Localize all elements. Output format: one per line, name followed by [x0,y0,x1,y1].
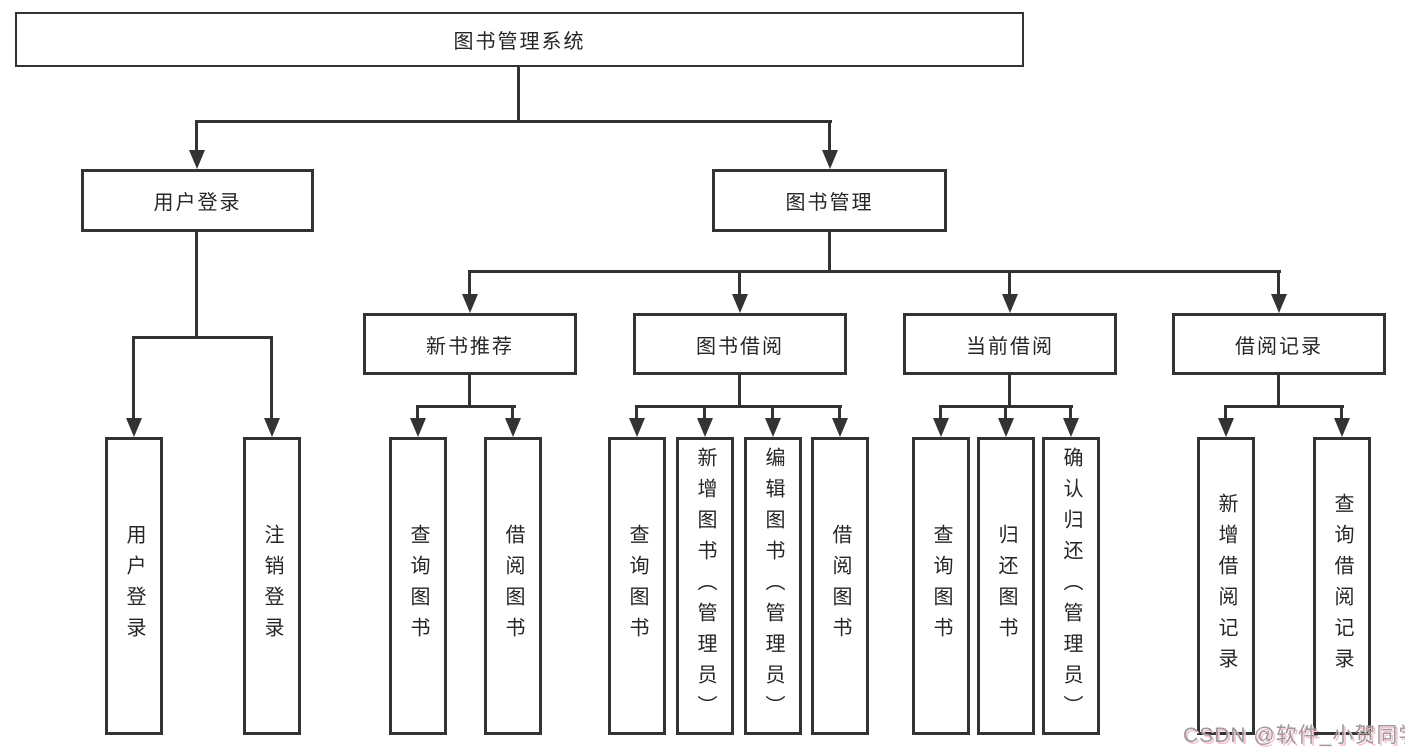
connector-line [1277,373,1280,408]
arrowhead-icon [629,418,645,437]
node-label: 查询借阅记录 [1331,493,1353,679]
node-leaf-current-confirm-return-admin: 确认归还（管理员） [1042,437,1100,735]
connector-line [468,373,471,408]
node-leaf-records-query-record: 查询借阅记录 [1313,437,1371,735]
connector-line [195,120,198,153]
connector-line [195,229,198,339]
arrowhead-icon [697,418,713,437]
node-label: 新增借阅记录 [1215,493,1237,679]
connector-line [1277,270,1280,298]
node-label: 借阅记录 [1235,335,1323,358]
connector-line [1069,405,1072,421]
node-leaf-current-query-books: 查询图书 [912,437,970,735]
node-label: 当前借阅 [966,335,1054,358]
connector-line [771,405,774,421]
connector-line [939,405,942,421]
connector-line [1224,405,1344,408]
arrowhead-icon [264,418,280,437]
node-leaf-borrow-query-books: 查询图书 [608,437,666,735]
connector-line [511,405,514,421]
connector-line [517,67,520,123]
arrowhead-icon [1218,418,1234,437]
node-label: 用户登录 [153,192,242,214]
connector-line [132,336,273,339]
arrowhead-icon [832,418,848,437]
connector-line [828,229,831,273]
connector-line [635,405,842,408]
arrowhead-icon [1063,418,1079,437]
connector-line [738,373,741,408]
connector-line [703,405,706,421]
connector-line [1008,270,1011,298]
node-leaf-recommend-borrow-books: 借阅图书 [484,437,542,735]
arrowhead-icon [765,418,781,437]
node-book-borrow: 图书借阅 [633,313,847,375]
connector-line [828,120,831,153]
arrowhead-icon [822,150,838,169]
arrowhead-icon [998,418,1014,437]
arrowhead-icon [410,418,426,437]
node-label: 借阅图书 [829,524,851,648]
csdn-watermark: CSDN @软件_小贺同学 [1183,724,1405,747]
node-label: 借阅图书 [502,524,524,648]
connector-line [635,405,638,421]
node-label: 确认归还（管理员） [1060,446,1082,726]
connector-line [132,336,135,420]
arrowhead-icon [1002,294,1018,313]
node-user-login: 用户登录 [81,169,314,232]
connector-line [1008,373,1011,408]
node-label: 图书借阅 [696,335,784,358]
node-label: 新增图书（管理员） [694,446,716,726]
connector-line [416,405,419,421]
arrowhead-icon [505,418,521,437]
arrowhead-icon [126,418,142,437]
node-leaf-logout: 注销登录 [243,437,301,735]
arrowhead-icon [189,150,205,169]
connector-line [1224,405,1227,421]
node-label: 查询图书 [407,524,429,648]
connector-line [1340,405,1343,421]
node-label: 查询图书 [930,524,952,648]
node-label: 注销登录 [261,524,283,648]
node-new-book-recommend: 新书推荐 [363,313,577,375]
node-label: 图书管理 [785,192,874,214]
arrowhead-icon [933,418,949,437]
node-book-management: 图书管理 [712,169,947,232]
connector-line [468,270,471,298]
node-current-borrow: 当前借阅 [903,313,1117,375]
arrowhead-icon [462,294,478,313]
connector-line [195,120,832,123]
connector-line [270,336,273,420]
connector-line [838,405,841,421]
node-label: 查询图书 [626,524,648,648]
node-label: 编辑图书（管理员） [762,446,784,726]
node-leaf-borrow-edit-books-admin: 编辑图书（管理员） [744,437,802,735]
node-borrow-records: 借阅记录 [1172,313,1386,375]
node-library-management-system: 图书管理系统 [15,12,1024,67]
connector-line [416,405,516,408]
node-label: 归还图书 [995,524,1017,648]
arrowhead-icon [1334,418,1350,437]
node-leaf-user-login: 用户登录 [105,437,163,735]
node-leaf-current-return-books: 归还图书 [977,437,1035,735]
node-leaf-records-add-record: 新增借阅记录 [1197,437,1255,735]
node-label: 新书推荐 [426,335,514,358]
node-label: 图书管理系统 [453,31,586,53]
connector-line [738,270,741,298]
node-leaf-recommend-query-books: 查询图书 [389,437,447,735]
arrowhead-icon [1271,294,1287,313]
connector-line [468,270,1281,273]
arrowhead-icon [732,294,748,313]
node-label: 用户登录 [123,524,145,648]
node-leaf-borrow-borrow-books: 借阅图书 [811,437,869,735]
node-leaf-borrow-add-books-admin: 新增图书（管理员） [676,437,734,735]
connector-line [1004,405,1007,421]
